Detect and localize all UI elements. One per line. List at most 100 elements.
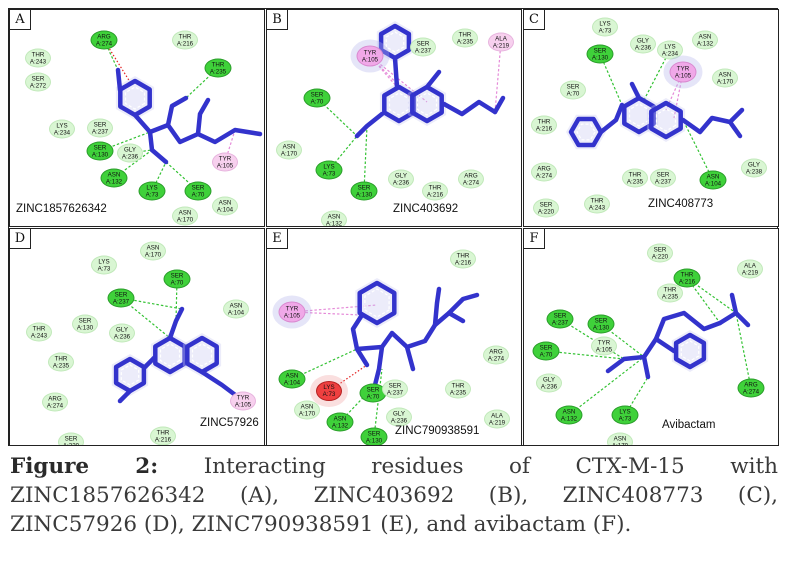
residue-number: A:130: [365, 437, 383, 444]
residue-name: SER: [367, 430, 381, 437]
residue-name: SER: [191, 184, 205, 191]
ligand-bond: [680, 107, 745, 135]
residue-number: A:70: [310, 98, 324, 105]
caption-line-1: Figure 2: Interacting residues of CTX-M-…: [10, 452, 778, 481]
compound-label: ZINC1857626342: [16, 203, 107, 215]
residue-number: A:220: [62, 442, 80, 446]
residue-name: ARG: [464, 172, 478, 179]
interaction-line: [673, 71, 684, 119]
residue-number: A:235: [209, 68, 227, 75]
residue-name: ASN: [146, 244, 160, 251]
residue-number: A:274: [95, 40, 113, 47]
residue-number: A:238: [745, 168, 763, 175]
residue-name: TYR: [218, 155, 232, 162]
residue-number: A:216: [176, 40, 194, 47]
residue-number: A:234: [661, 50, 679, 57]
ligand-bond: [432, 286, 442, 328]
residue-number: A:132: [331, 422, 349, 429]
residue-name: GLY: [543, 376, 555, 383]
residue-name: ARG: [48, 395, 62, 402]
ligand-bond: [392, 55, 400, 90]
compound-label: ZINC790938591: [395, 425, 480, 437]
residue-name: SER: [78, 317, 92, 324]
residue-name: THR: [156, 429, 170, 436]
residue-number: A:216: [426, 191, 444, 198]
interaction-line: [185, 67, 219, 99]
ligand-bond: [727, 119, 743, 139]
caption-line-2: ZINC1857626342 (A), ZINC403692 (B), ZINC…: [10, 483, 778, 508]
panel-letter: C: [524, 10, 545, 30]
residue-name: SER: [170, 272, 184, 279]
residue-name: ASN: [107, 171, 121, 178]
residue-name: LYS: [664, 43, 676, 50]
residue-number: A:216: [678, 278, 696, 285]
residue-name: SER: [653, 246, 667, 253]
ligand-bond: [717, 310, 751, 328]
aromatic-bond: [385, 31, 405, 53]
residue-name: GLY: [395, 172, 407, 179]
residue-name: SER: [656, 171, 670, 178]
ligand-bond: [115, 67, 123, 93]
ligand-bond: [354, 111, 385, 139]
residue-name: GLY: [748, 161, 760, 168]
residue-number: A:132: [325, 220, 343, 227]
residue-number: A:170: [176, 216, 194, 223]
interaction-line: [624, 376, 649, 416]
residue-number: A:216: [535, 125, 553, 132]
interaction-line: [494, 41, 502, 113]
residue-name: SER: [539, 344, 553, 351]
ligand-ring: [673, 332, 707, 370]
aromatic-bond: [191, 343, 213, 367]
residue-name: THR: [590, 197, 604, 204]
residue-name: LYS: [56, 122, 68, 129]
residue-number: A:236: [392, 179, 410, 186]
residue-name: GLY: [116, 326, 128, 333]
ligand-bond: [492, 95, 506, 115]
residue-number: A:130: [355, 191, 373, 198]
residue-number: A:132: [560, 415, 578, 422]
residue-name: LYS: [323, 163, 335, 170]
residue-number: A:70: [191, 191, 205, 198]
